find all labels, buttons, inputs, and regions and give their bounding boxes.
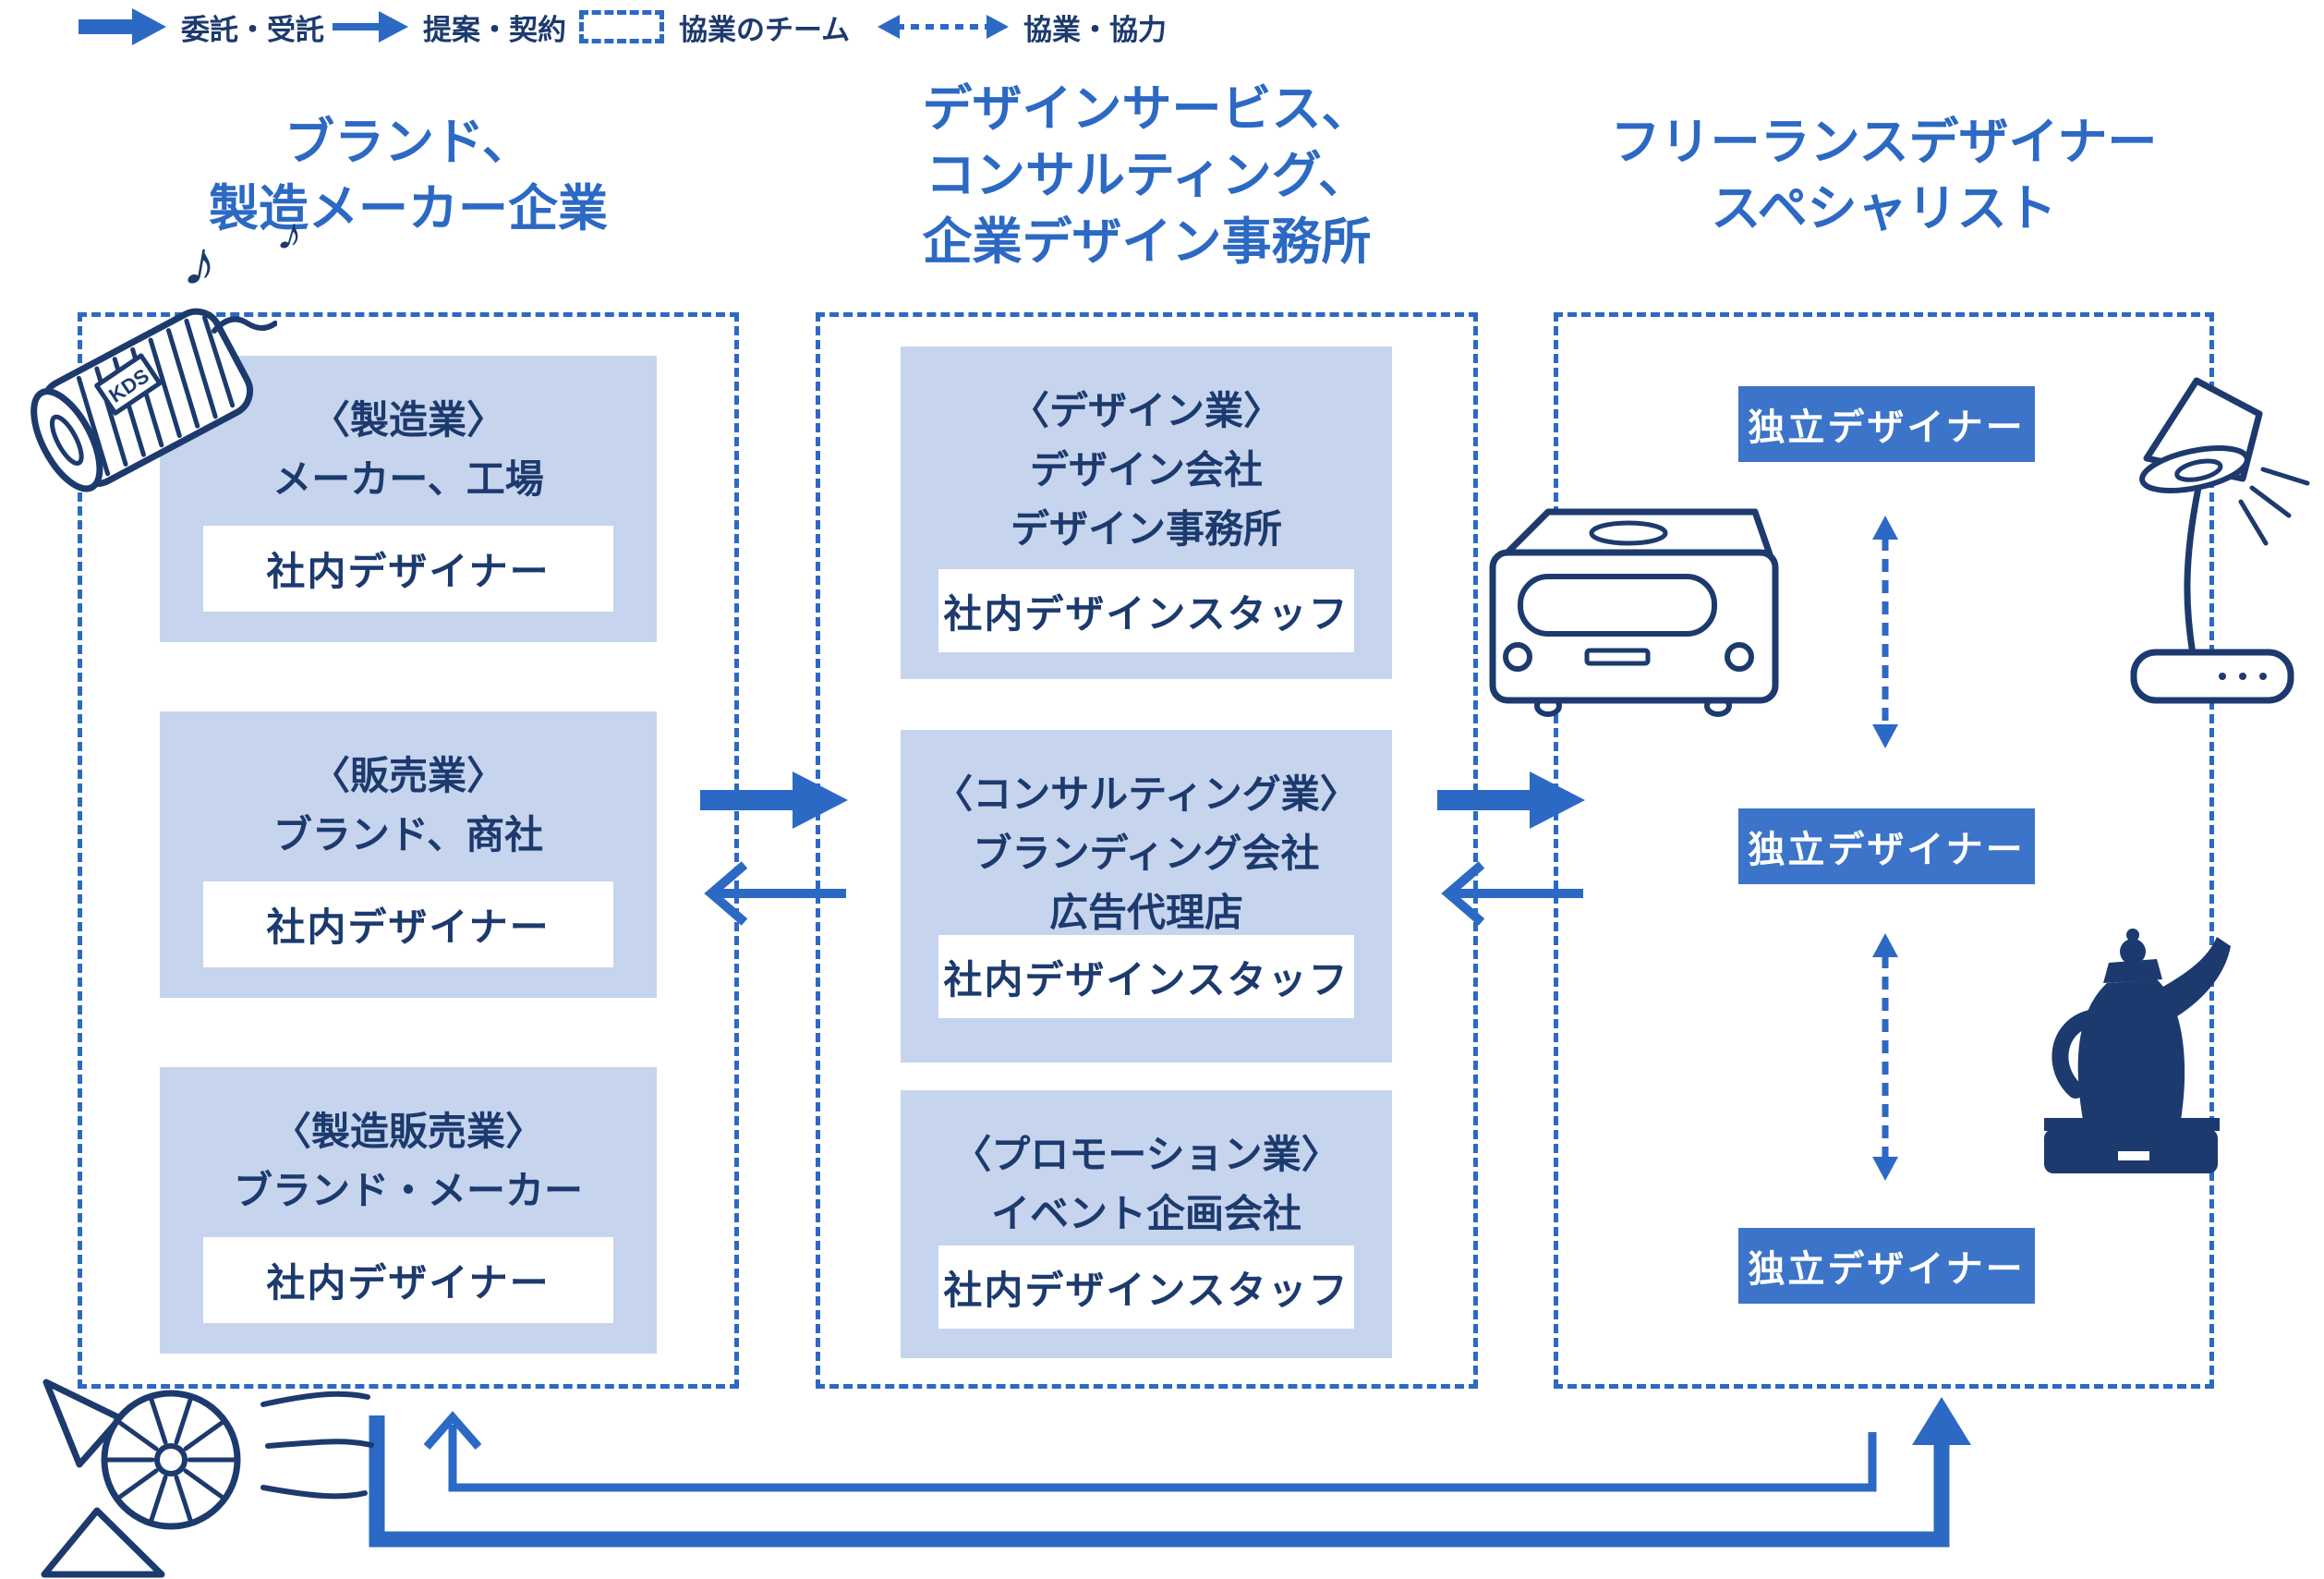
team-frame-freelance	[1554, 312, 2214, 1389]
collaboration-arrow-vertical-2	[1872, 933, 1898, 1181]
proposal-arrow-left	[1441, 861, 1583, 926]
commission-connector-brands-to-freelance	[369, 1397, 1971, 1548]
staff-box: 社内デザイナー	[203, 881, 613, 967]
org-member: デザイン事務所	[1010, 507, 1282, 551]
org-box-consulting: 〈コンサルティング業〉 ブランディング会社 広告代理店 社内デザインスタッフ	[901, 730, 1392, 1063]
header-line: 企業デザイン事務所	[922, 214, 1372, 270]
org-member: ブランド、商社	[272, 813, 544, 856]
legend-label: 委託・受託	[181, 13, 324, 46]
legend-label: 協業のチーム	[679, 13, 851, 46]
header-line: ブランド、	[284, 115, 532, 170]
dashed-box-icon	[579, 10, 664, 43]
arrow-group-brands-design	[700, 771, 848, 926]
speaker-illustration-icon: KDS	[30, 308, 277, 492]
column-header-freelance: フリーランスデザイナー スペシャリスト	[1554, 109, 2214, 242]
team-frame-brands	[78, 312, 739, 1389]
org-box-manufacture-sales: 〈製造販売業〉 ブランド・メーカー 社内デザイナー	[160, 1067, 657, 1354]
header-line: スペシャリスト	[1711, 181, 2057, 237]
staff-box: 社内デザイナー	[203, 526, 613, 612]
org-member: メーカー、工場	[272, 457, 544, 501]
toaster-illustration-icon	[1489, 508, 1779, 717]
org-box-promotion: 〈プロモーション業〉 イベント企画会社 社内デザインスタッフ	[901, 1090, 1392, 1358]
org-member: ブランド・メーカー	[233, 1169, 583, 1212]
org-category: 〈プロモーション業〉	[952, 1133, 1340, 1176]
header-line: デザインサービス、	[922, 81, 1372, 137]
independent-designer-box: 独立デザイナー	[1738, 808, 2035, 884]
staff-box: 社内デザインスタッフ	[938, 1245, 1354, 1329]
org-category: 〈製造販売業〉	[272, 1110, 544, 1153]
fan-illustration-icon	[41, 1379, 374, 1578]
kettle-illustration-icon	[2044, 929, 2231, 1173]
org-member: 広告代理店	[1048, 891, 1243, 934]
column-header-design-services: デザインサービス、 コンサルティング、 企業デザイン事務所	[816, 76, 1478, 275]
header-line: 製造メーカー企業	[209, 181, 608, 237]
thick-arrow-icon	[79, 8, 166, 45]
staff-box: 社内デザイナー	[203, 1237, 613, 1323]
org-member: イベント企画会社	[990, 1192, 1301, 1235]
column-header-brands: ブランド、 製造メーカー企業	[78, 109, 739, 242]
proposal-connector-freelance-to-brands	[423, 1411, 1877, 1492]
arrow-group-design-freelance	[1437, 771, 1585, 926]
lamp-illustration-icon	[2130, 377, 2310, 704]
collaboration-arrow-vertical-1	[1872, 516, 1898, 748]
legend-label: 協業・協力	[1023, 13, 1167, 46]
org-category: 〈コンサルティング業〉	[934, 772, 1359, 816]
legend-label: 提案・契約	[423, 13, 566, 46]
staff-box: 社内デザインスタッフ	[938, 569, 1354, 652]
org-category: 〈デザイン業〉	[1010, 389, 1282, 432]
proposal-arrow-left	[704, 861, 846, 926]
independent-designer-box: 独立デザイナー	[1738, 1228, 2035, 1304]
commission-arrow-right	[700, 771, 848, 829]
header-line: コンサルティング、	[926, 148, 1368, 203]
staff-box: 社内デザインスタッフ	[938, 935, 1354, 1018]
org-box-sales: 〈販売業〉 ブランド、商社 社内デザイナー	[160, 711, 657, 998]
team-frame-design-services	[816, 312, 1478, 1389]
thin-arrow-icon	[333, 11, 408, 43]
header-line: フリーランスデザイナー	[1610, 115, 2158, 170]
legend-item-commission: 委託・受託	[79, 6, 324, 48]
commission-arrow-right	[1437, 771, 1585, 829]
org-box-design-industry: 〈デザイン業〉 デザイン会社 デザイン事務所 社内デザインスタッフ	[901, 346, 1392, 679]
org-category: 〈販売業〉	[310, 754, 505, 797]
org-category: 〈製造業〉	[310, 398, 505, 442]
org-member: デザイン会社	[1029, 448, 1263, 492]
dashed-double-arrow-icon	[878, 15, 1009, 39]
legend-item-proposal: 提案・契約	[333, 6, 566, 48]
legend-item-team: 協業のチーム	[579, 6, 850, 48]
org-member: ブランディング会社	[973, 832, 1320, 875]
bottom-connectors	[369, 1397, 1971, 1548]
independent-designer-box: 独立デザイナー	[1738, 386, 2035, 462]
legend-item-collaboration: 協業・協力	[878, 6, 1167, 48]
